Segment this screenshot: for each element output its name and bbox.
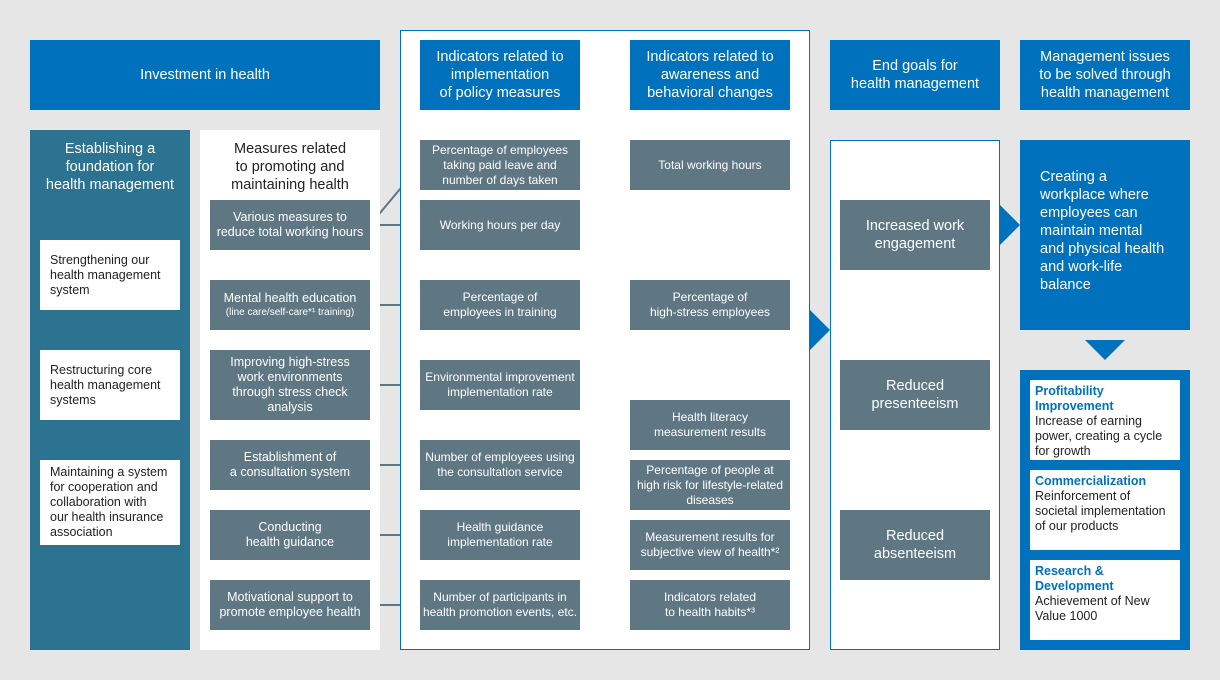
issue-desc: Achievement of New Value 1000 <box>1035 594 1150 623</box>
measure-label: Establishment of a consultation system <box>229 450 351 479</box>
awareness-indicator-box: Measurement results for subjective view … <box>630 520 790 570</box>
issue-card: Profitability Improvement Increase of ea… <box>1030 380 1180 460</box>
issue-title: Commercialization <box>1035 474 1147 488</box>
foundation-item: Maintaining a system for cooperation and… <box>40 460 180 545</box>
measure-label: Improving high-stress work environments … <box>230 355 350 414</box>
policy-indicator-box: Working hours per day <box>420 200 580 250</box>
policy-indicator-box: Percentage of employees taking paid leav… <box>420 140 580 190</box>
awareness-indicator-box: Health literacy measurement results <box>630 400 790 450</box>
main-issue-box: Creating a workplace where employees can… <box>1020 140 1190 330</box>
policy-indicator-box: Percentage of employees in training <box>420 280 580 330</box>
policy-indicator-box: Number of employees using the consultati… <box>420 440 580 490</box>
measure-box: Establishment of a consultation system <box>210 440 370 490</box>
awareness-indicator-box: Total working hours <box>630 140 790 190</box>
foundation-title: Establishing a foundation for health man… <box>45 141 175 193</box>
measure-box: Mental health education (line care/self-… <box>210 280 370 330</box>
issue-title: Profitability Improvement <box>1035 384 1114 413</box>
goal-box: Reduced absenteeism <box>840 510 990 580</box>
measure-label: Conducting health guidance <box>245 520 335 549</box>
arrow-right-icon <box>810 310 830 350</box>
measure-note: (line care/self-care*¹ training) <box>225 307 355 318</box>
goal-box: Increased work engagement <box>840 200 990 270</box>
measure-box: Conducting health guidance <box>210 510 370 560</box>
awareness-indicator-box: Percentage of high-stress employees <box>630 280 790 330</box>
measure-box: Improving high-stress work environments … <box>210 350 370 420</box>
issue-card: Research & Development Achievement of Ne… <box>1030 560 1180 640</box>
header-policy-indicators: Indicators related to implementation of … <box>420 40 580 110</box>
policy-indicator-box: Health guidance implementation rate <box>420 510 580 560</box>
arrow-down-icon <box>1085 340 1125 360</box>
issue-title: Research & Development <box>1035 564 1114 593</box>
measure-box: Motivational support to promote employee… <box>210 580 370 630</box>
awareness-indicator-box: Indicators related to health habits*³ <box>630 580 790 630</box>
policy-indicator-box: Number of participants in health promoti… <box>420 580 580 630</box>
arrow-right-icon <box>1000 205 1020 245</box>
policy-indicator-box: Environmental improvement implementation… <box>420 360 580 410</box>
foundation-item: Strengthening our health management syst… <box>40 240 180 310</box>
issue-desc: Reinforcement of societal implementation… <box>1035 489 1166 533</box>
measure-box: Various measures to reduce total working… <box>210 200 370 250</box>
measure-label: Mental health education <box>223 291 357 305</box>
header-awareness-indicators: Indicators related to awareness and beha… <box>630 40 790 110</box>
issue-desc: Increase of earning power, creating a cy… <box>1035 414 1163 458</box>
awareness-indicator-box: Percentage of people at high risk for li… <box>630 460 790 510</box>
header-management-issues: Management issues to be solved through h… <box>1020 40 1190 110</box>
issue-card: Commercialization Reinforcement of socie… <box>1030 470 1180 550</box>
goal-box: Reduced presenteeism <box>840 360 990 430</box>
foundation-item: Restructuring core health management sys… <box>40 350 180 420</box>
measure-label: Various measures to reduce total working… <box>216 210 364 239</box>
header-investment: Investment in health <box>30 40 380 110</box>
measure-label: Motivational support to promote employee… <box>219 590 361 619</box>
header-end-goals: End goals for health management <box>830 40 1000 110</box>
measures-title: Measures related to promoting and mainta… <box>231 141 349 193</box>
